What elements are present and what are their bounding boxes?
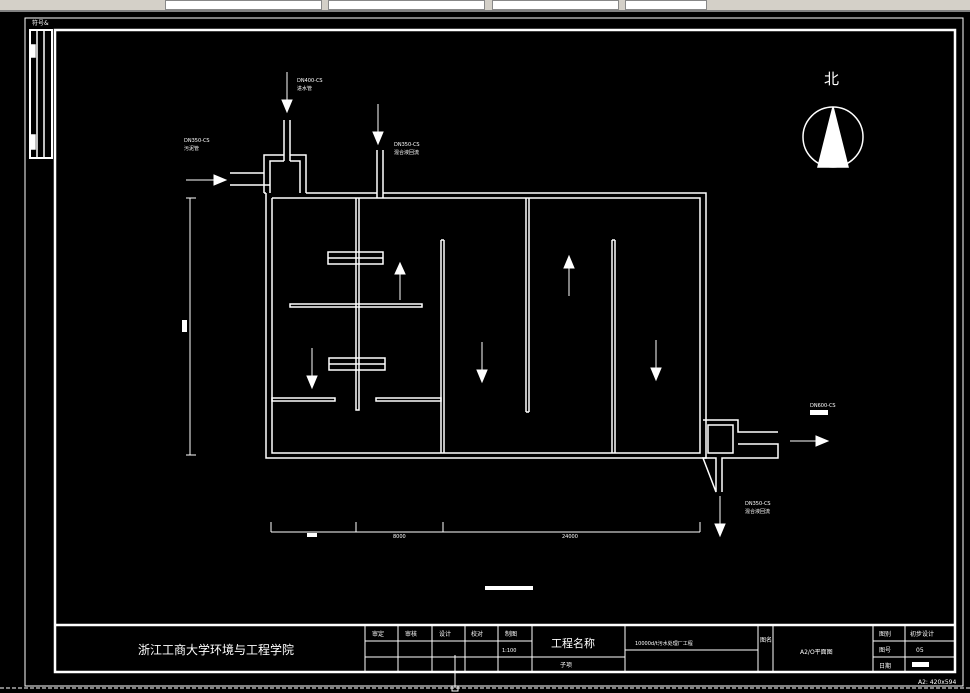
pipe-spec: DN400-CS — [297, 78, 323, 84]
layer-label: 符号& — [32, 19, 49, 27]
role-reviewed: 审定 — [372, 630, 384, 638]
role-proofread: 校对 — [471, 630, 483, 638]
project-value: 10000d/t污水处理厂工程 — [635, 640, 693, 647]
cad-toolbar — [0, 0, 970, 12]
role-design: 设计 — [439, 630, 451, 638]
label-mark — [810, 410, 828, 415]
role-checked: 审核 — [405, 630, 417, 638]
pipe-spec: DN600-CS — [810, 403, 836, 409]
drawing-name: A2/O平面图 — [800, 649, 833, 656]
category-label: 图别 — [879, 630, 891, 638]
toolbar-dropdown-4[interactable] — [625, 0, 707, 10]
date-label: 日期 — [879, 662, 891, 670]
project-label: 工程名称 — [551, 636, 595, 650]
number-value: 05 — [916, 647, 924, 654]
dimension-text: 8000 — [393, 534, 406, 540]
pipe-name: 混合液回流 — [745, 508, 770, 515]
scale-value: 1:100 — [502, 648, 516, 654]
flow-arrows — [186, 72, 830, 538]
pipe-name: 混合液回流 — [394, 149, 419, 156]
north-compass: 北 — [802, 70, 864, 168]
category-value: 初步设计 — [910, 630, 934, 638]
pipe-spec: DN350-CS — [394, 142, 420, 148]
title-block — [55, 623, 955, 672]
strip-mark — [30, 134, 36, 150]
drawing-frame — [53, 28, 957, 674]
toolbar-dropdown-2[interactable] — [328, 0, 485, 10]
dimension-bottom — [270, 522, 701, 537]
number-label: 图号 — [879, 647, 891, 654]
strip-mark — [30, 44, 36, 58]
north-label: 北 — [824, 70, 839, 88]
dimension-left — [182, 197, 196, 456]
cursor-crosshair — [451, 655, 459, 692]
scale-bar — [485, 586, 533, 590]
a2o-tank — [230, 120, 779, 493]
pipe-name: 进水管 — [297, 85, 312, 92]
pipe-spec: DN350-CS — [184, 138, 210, 144]
outer-border — [24, 17, 964, 687]
paper-size: A2: 420x594 — [918, 679, 956, 686]
mixer — [328, 357, 386, 371]
role-drawn: 制图 — [505, 630, 517, 638]
toolbar-dropdown-1[interactable] — [165, 0, 322, 10]
institution-name: 浙江工商大学环境与工程学院 — [138, 642, 294, 657]
pipe-spec: DN350-CS — [745, 501, 771, 507]
pipe-name: 污泥管 — [184, 145, 199, 152]
dimension-text: 24000 — [562, 534, 578, 540]
drawing-name-label: 图名 — [760, 636, 772, 644]
mixer — [327, 251, 384, 265]
subitem-label: 子项 — [560, 662, 572, 669]
toolbar-dropdown-3[interactable] — [492, 0, 619, 10]
date-value-mark — [912, 662, 929, 667]
binding-strip — [29, 29, 53, 159]
